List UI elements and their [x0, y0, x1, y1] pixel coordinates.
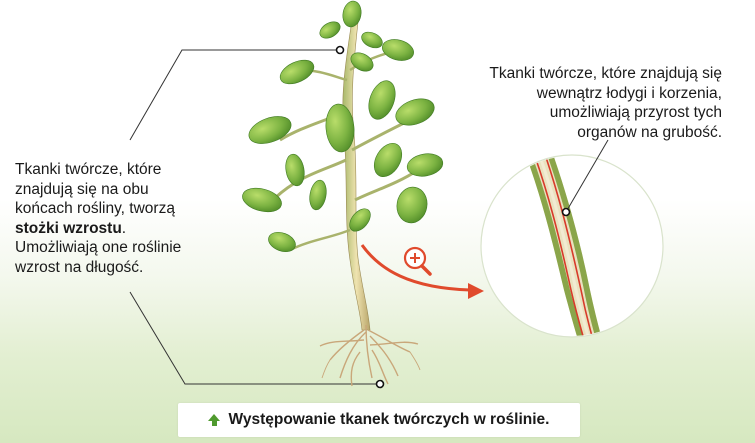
caption-text: Występowanie tkanek twórczych w roślinie…: [228, 411, 550, 428]
magnified-section: [480, 139, 664, 338]
figure-caption: Występowanie tkanek twórczych w roślinie…: [178, 403, 580, 437]
bottom-marker-dot: [375, 379, 385, 389]
leader-line-left: [129, 49, 378, 385]
plant-roots: [319, 324, 421, 387]
left-line-4: stożki wzrostu.: [15, 219, 250, 239]
plant-leaves: [242, 0, 444, 253]
top-marker-dot: [335, 45, 345, 55]
inner-marker-dot: [561, 207, 571, 217]
right-line-3: umożliwiają przyrost tych: [549, 104, 722, 121]
plant-stem: [273, 19, 419, 331]
magnifier-icon: [403, 246, 432, 276]
left-line-5: Umożliwiają one roślinie: [15, 239, 182, 256]
right-line-4: organów na grubość.: [577, 123, 722, 141]
arrow-up-icon: [208, 413, 221, 426]
right-line-1: Tkanki twórcze, które znajdują się: [489, 65, 722, 82]
left-line-2: znajdują się na obu: [15, 180, 149, 198]
right-description: Tkanki twórcze, które znajdują się wewną…: [392, 64, 722, 142]
left-line-1: Tkanki twórcze, które: [15, 161, 162, 178]
right-line-2: wewnątrz łodygi i korzenia,: [536, 84, 722, 102]
zoom-arrow: [360, 244, 484, 299]
growth-cone-term: stożki wzrostu: [15, 219, 122, 237]
left-line-6: wzrost na długość.: [15, 258, 144, 276]
left-period: .: [121, 219, 127, 237]
left-line-3: końcach rośliny, tworzą: [15, 200, 175, 217]
left-description: Tkanki twórcze, które znajdują się na ob…: [15, 160, 250, 277]
